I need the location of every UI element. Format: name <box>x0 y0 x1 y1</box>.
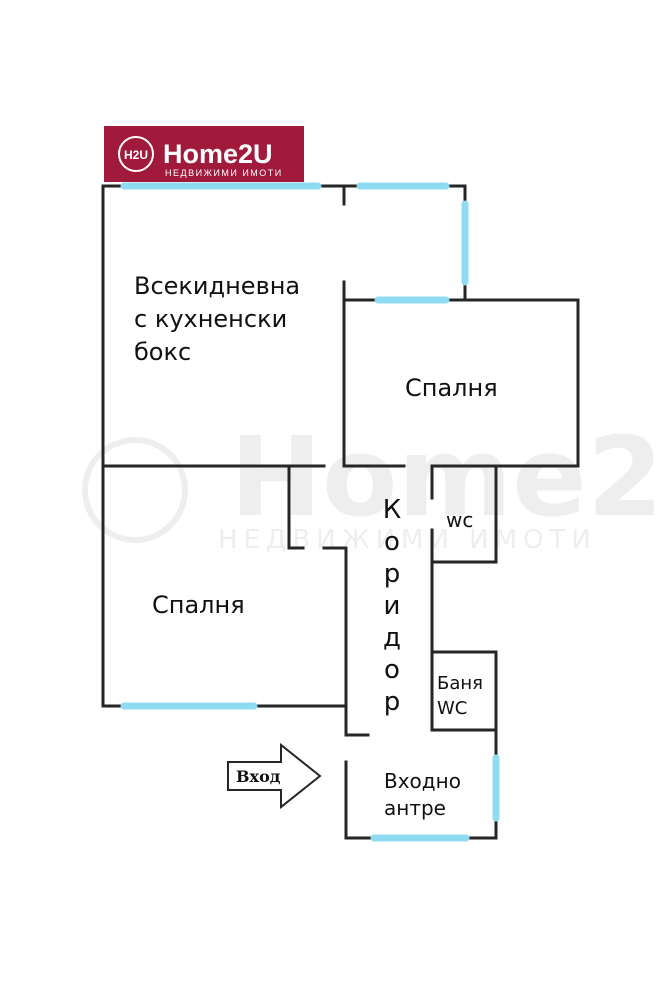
bedroom-left-label: Спалня <box>152 591 245 619</box>
living-room-label-line2: с кухненски <box>134 305 287 333</box>
watermark-name: Home2U <box>230 413 667 541</box>
bathroom-label-line1: Баня <box>437 673 483 694</box>
wall-bedroom-left-east <box>322 546 348 708</box>
watermark-tagline: НЕДВИЖИМИ ИМОТИ <box>218 525 597 555</box>
wall-bedroom-right <box>342 298 580 468</box>
logo-badge-circle <box>118 136 154 172</box>
wall-bedroom-right-west <box>342 280 406 468</box>
watermark: Home2U НЕДВИЖИМИ ИМОТИ <box>82 413 667 555</box>
entrance-arrow: Вход <box>227 742 322 810</box>
bathroom-label-line2: WC <box>437 698 467 719</box>
corridor-label-letter: К <box>383 495 401 525</box>
room-labels: Всекидневна с кухненски бокс Спалня Спал… <box>134 272 498 820</box>
corridor-label-letter: р <box>384 687 401 717</box>
wall-wc <box>430 464 498 564</box>
bedroom-right-label: Спалня <box>405 374 498 402</box>
logo-name: Home2U <box>163 139 273 169</box>
logo: H2U Home2U НЕДВИЖИМИ ИМОТИ <box>104 126 304 182</box>
corridor-label-letter: д <box>383 623 401 653</box>
corridor-label-letter: о <box>384 655 400 685</box>
living-room-label-line3: бокс <box>134 338 191 366</box>
logo-tagline: НЕДВИЖИМИ ИМОТИ <box>165 168 283 178</box>
entrance-label: Вход <box>236 767 281 786</box>
corridor-label-letter: р <box>384 559 401 589</box>
corridor-label-letter: о <box>384 527 400 557</box>
logo-badge: H2U <box>124 148 148 162</box>
wc-label: wc <box>446 508 473 532</box>
corridor-label-letter: и <box>384 591 401 621</box>
wall-closet <box>287 464 305 550</box>
entrance-hall-label-line2: антре <box>384 796 446 820</box>
logo-background <box>104 126 304 182</box>
watermark-circle <box>82 437 188 543</box>
entrance-hall-label-line1: Входно <box>384 769 461 793</box>
living-room-label-line1: Всекидневна <box>134 272 300 300</box>
arrow-icon <box>227 742 322 810</box>
windows <box>120 182 500 842</box>
